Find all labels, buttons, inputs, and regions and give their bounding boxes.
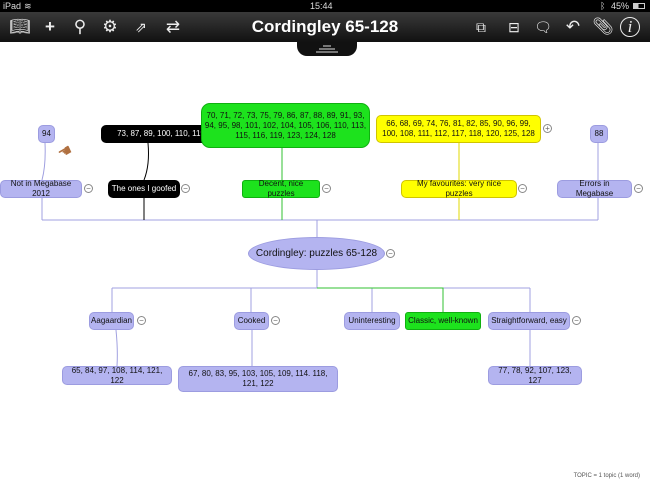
share-icon[interactable]: ⇗ [135, 19, 147, 35]
device-label: iPad [3, 1, 22, 11]
footer-status: TOPIC = 1 topic (1 word) [573, 473, 640, 479]
collapse-icon[interactable]: − [137, 316, 146, 325]
topic-94[interactable]: 94 [38, 125, 55, 143]
bluetooth-icon: ᛒ [600, 1, 606, 11]
attachment-icon[interactable]: 📎︎ [592, 17, 614, 36]
toolbar: Cordingley 65-128 📖︎ + ⚲ ⚙ ⇗ ⇄ ⧉ ⊟ 🗨︎ ↶ … [0, 12, 650, 42]
battery-icon [633, 3, 645, 9]
topic-straightforward-list[interactable]: 77, 78, 92, 107, 123, 127 [488, 366, 582, 385]
topic-uninteresting[interactable]: Uninteresting [344, 312, 400, 330]
book-icon[interactable]: 📖︎ [9, 17, 31, 36]
collapse-icon[interactable]: − [271, 316, 280, 325]
topic-aagaardian[interactable]: Aagaardian [89, 312, 134, 330]
status-bar: iPad ≋ 15:44 ᛒ 45% [0, 0, 650, 12]
topic-aagaardian-list[interactable]: 65, 84, 97, 108, 114, 121, 122 [62, 366, 172, 385]
collapse-icon[interactable]: − [181, 184, 190, 193]
topic-88[interactable]: 88 [590, 125, 608, 143]
info-icon[interactable]: i [620, 17, 640, 37]
document-title: Cordingley 65-128 [251, 17, 399, 36]
topic-decent-list[interactable]: 70, 71, 72, 73, 75, 79, 86, 87, 88, 89, … [201, 103, 370, 148]
collapse-icon[interactable]: − [518, 184, 527, 193]
add-sibling-icon[interactable]: ⊟ [508, 19, 520, 35]
add-subtopic-icon[interactable]: ⧉ [476, 19, 486, 35]
central-topic[interactable]: Cordingley: puzzles 65-128 [248, 237, 385, 270]
add-icon[interactable]: + [45, 17, 55, 36]
relationship-icon[interactable]: ↶ [565, 17, 581, 36]
topic-classic[interactable]: Classic, well-known [405, 312, 481, 330]
callout-icon[interactable]: 🗨︎ [534, 19, 552, 35]
battery-level: 45% [611, 1, 630, 11]
topic-cooked[interactable]: Cooked [234, 312, 269, 330]
collapse-icon[interactable]: − [386, 249, 395, 258]
gear-icon[interactable]: ⚙ [102, 17, 118, 36]
topic-goofed-list[interactable]: 73, 87, 89, 100, 110, 119 [101, 125, 221, 143]
topic-not-in-megabase[interactable]: Not in Megabase 2012 [0, 179, 82, 198]
topic-favourites[interactable]: My favourites: very nice puzzles [401, 179, 517, 198]
collapse-icon[interactable]: − [572, 316, 581, 325]
topic-errors[interactable]: Errors in Megabase [557, 179, 632, 198]
topic-favourites-list[interactable]: 66, 68, 69, 74, 76, 81, 82, 85, 90, 96, … [376, 115, 541, 143]
expand-icon[interactable]: + [543, 124, 552, 133]
undo-redo-icon[interactable]: ⇄ [165, 17, 181, 36]
topic-cooked-list[interactable]: 67, 80, 83, 95, 103, 105, 109, 114. 118,… [178, 366, 338, 392]
topic-decent[interactable]: Decent, nice puzzles [242, 179, 320, 198]
drawer-handle[interactable] [297, 42, 357, 56]
topic-goofed[interactable]: The ones I goofed [108, 180, 180, 198]
topic-straightforward[interactable]: Straightforward, easy [488, 312, 570, 330]
clock: 15:44 [310, 1, 333, 11]
search-icon[interactable]: ⚲ [73, 17, 87, 36]
collapse-icon[interactable]: − [634, 184, 643, 193]
wifi-icon: ≋ [24, 1, 32, 11]
collapse-icon[interactable]: − [84, 184, 93, 193]
collapse-icon[interactable]: − [322, 184, 331, 193]
